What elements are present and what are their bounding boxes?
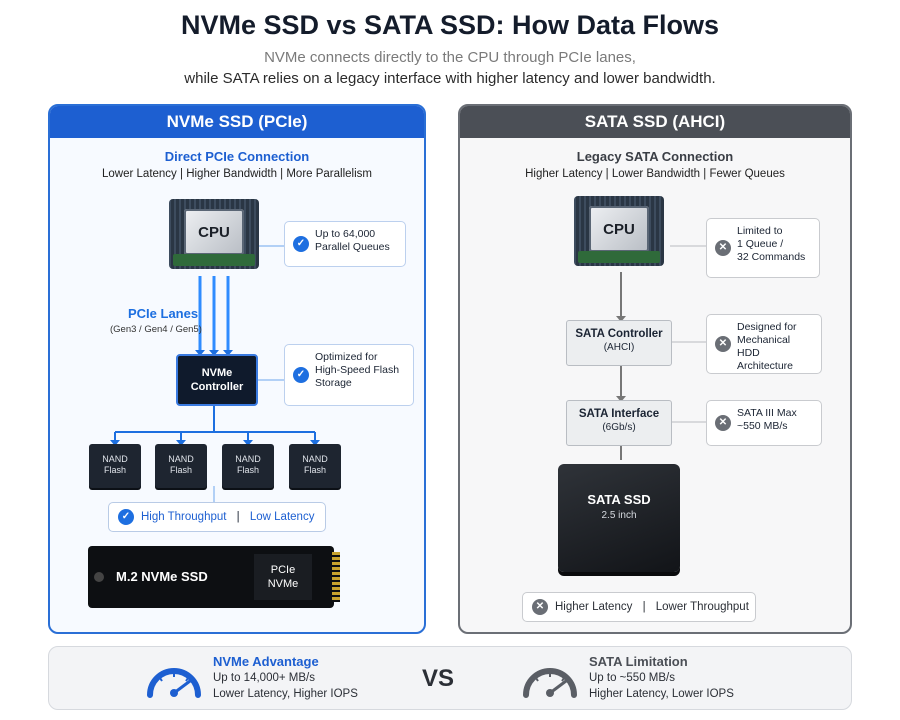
ssd-size: 2.5 inch <box>601 510 637 521</box>
note-line: Up to 64,000 <box>315 228 376 240</box>
nvme-cpu-label: CPU <box>184 209 244 255</box>
sata-interface-title: SATA Interface <box>578 408 660 420</box>
page-subtitle-line1: NVMe connects directly to the CPU throug… <box>264 49 636 66</box>
sata-connection-title: Legacy SATA Connection <box>576 149 734 164</box>
nand-line: Flash <box>236 465 259 475</box>
nand-line: NAND <box>235 454 261 464</box>
sata-controller-sub: (AHCI) <box>603 342 635 353</box>
note-line: SATA III Max <box>737 407 797 419</box>
cpu-substrate <box>173 254 255 266</box>
controller-line: NVMe <box>201 367 233 379</box>
sata-summary-pill: ✕ Higher Latency | Lower Throughput <box>522 592 756 622</box>
m2-chip: PCIe NVMe <box>254 554 312 600</box>
ssd-label: SATA SSD <box>587 492 651 507</box>
nvme-panel-heading: NVMe SSD (PCIe) <box>50 106 424 138</box>
nvme-controller: NVMe Controller <box>176 354 258 406</box>
vs-label: VS <box>422 665 455 692</box>
nand-flash-chip: NAND Flash <box>89 444 141 488</box>
nand-flash-chip: NAND Flash <box>289 444 341 488</box>
sata-note-max-speed: ✕ SATA III Max ~550 MB/s <box>706 400 822 446</box>
nvme-advantage-line2: Lower Latency, Higher IOPS <box>213 688 358 700</box>
nvme-summary-pill: ✓ High Throughput | Low Latency <box>108 502 326 532</box>
nvme-note-queues: ✓ Up to 64,000 Parallel Queues <box>284 221 406 267</box>
nvme-cpu: CPU <box>169 199 259 269</box>
pill-text-b: Lower Throughput <box>655 601 749 613</box>
nvme-connection-title: Direct PCIe Connection <box>164 149 310 164</box>
note-line: Parallel Queues <box>315 241 390 253</box>
sata-limitation-line1: Up to ~550 MB/s <box>589 672 675 684</box>
pill-text-a: High Throughput <box>141 511 227 523</box>
controller-line: Controller <box>190 381 244 393</box>
m2-ssd-card: M.2 NVMe SSD PCIe NVMe <box>88 546 340 608</box>
note-line: High-Speed Flash <box>315 364 400 376</box>
pill-text-a: Higher Latency <box>555 601 633 613</box>
speedometer-fast-icon <box>147 668 201 698</box>
nvme-note-optimized: ✓ Optimized for High-Speed Flash Storage <box>284 344 414 406</box>
nand-flash-chip: NAND Flash <box>222 444 274 488</box>
comparison-footer: NVMe Advantage Up to 14,000+ MB/s Lower … <box>48 646 852 710</box>
sata-controller-title: SATA Controller <box>575 328 663 340</box>
sata-limitation-line2: Higher Latency, Lower IOPS <box>589 688 734 700</box>
sata-cpu: CPU <box>574 196 664 266</box>
nand-flash-chip: NAND Flash <box>155 444 207 488</box>
pill-text-b: Low Latency <box>249 511 315 523</box>
sata-interface: SATA Interface (6Gb/s) <box>566 400 672 446</box>
nvme-advantage-line1: Up to 14,000+ MB/s <box>213 672 315 684</box>
note-line: Architecture <box>737 360 794 372</box>
pill-separator: | <box>236 511 240 523</box>
cross-icon: ✕ <box>715 336 731 352</box>
nvme-panel: NVMe SSD (PCIe) Direct PCIe Connection L… <box>48 104 426 634</box>
nand-line: Flash <box>303 465 326 475</box>
sata-panel: SATA SSD (AHCI) Legacy SATA Connection H… <box>458 104 852 634</box>
note-line: Limited to <box>737 225 783 237</box>
pcie-lanes-gens: (Gen3 / Gen4 / Gen5) <box>110 324 202 335</box>
sata-note-hdd-arch: ✕ Designed for Mechanical HDD Architectu… <box>706 314 822 374</box>
sata-wiring <box>616 245 706 460</box>
note-line: Optimized for <box>315 351 378 363</box>
sata-connection-subtitle: Higher Latency | Lower Bandwidth | Fewer… <box>525 168 785 180</box>
check-icon: ✓ <box>118 509 134 525</box>
cross-icon: ✕ <box>532 599 548 615</box>
nvme-wiring <box>110 245 320 502</box>
nand-line: NAND <box>168 454 194 464</box>
check-icon: ✓ <box>293 367 309 383</box>
mounting-hole <box>94 572 104 582</box>
cross-icon: ✕ <box>715 415 731 431</box>
sata-cpu-label: CPU <box>589 206 649 252</box>
sata-ssd-drive: SATA SSD 2.5 inch <box>558 464 680 572</box>
cpu-substrate <box>578 251 660 263</box>
cross-icon: ✕ <box>715 240 731 256</box>
note-line: 1 Queue / <box>737 238 784 250</box>
pill-separator: | <box>642 601 646 613</box>
speedometer-slow-icon <box>523 668 577 698</box>
sata-limitation-title: SATA Limitation <box>589 654 688 669</box>
nand-line: Flash <box>169 465 192 475</box>
page-title: NVMe SSD vs SATA SSD: How Data Flows <box>180 10 720 40</box>
nvme-advantage-title: NVMe Advantage <box>213 654 319 669</box>
nand-line: Flash <box>103 465 126 475</box>
sata-controller: SATA Controller (AHCI) <box>566 320 672 366</box>
sata-panel-heading: SATA SSD (AHCI) <box>460 106 850 138</box>
pcie-lanes-label: PCIe Lanes <box>128 306 199 321</box>
m2-chip-line: PCIe <box>270 564 296 576</box>
sata-note-queue-limit: ✕ Limited to 1 Queue / 32 Commands <box>706 218 820 278</box>
gold-contacts <box>332 552 340 602</box>
note-line: 32 Commands <box>737 251 806 263</box>
note-line: Mechanical HDD <box>737 334 791 359</box>
nand-line: NAND <box>302 454 328 464</box>
note-line: ~550 MB/s <box>737 420 788 432</box>
m2-chip-line: NVMe <box>267 578 299 590</box>
m2-label: M.2 NVMe SSD <box>116 569 208 584</box>
note-line: Storage <box>315 377 352 389</box>
check-icon: ✓ <box>293 236 309 252</box>
nvme-connection-subtitle: Lower Latency | Higher Bandwidth | More … <box>102 168 372 180</box>
sata-interface-sub: (6Gb/s) <box>602 422 636 433</box>
note-line: Designed for <box>737 321 797 333</box>
nand-line: NAND <box>102 454 128 464</box>
page-subtitle-line2: while SATA relies on a legacy interface … <box>184 70 716 87</box>
